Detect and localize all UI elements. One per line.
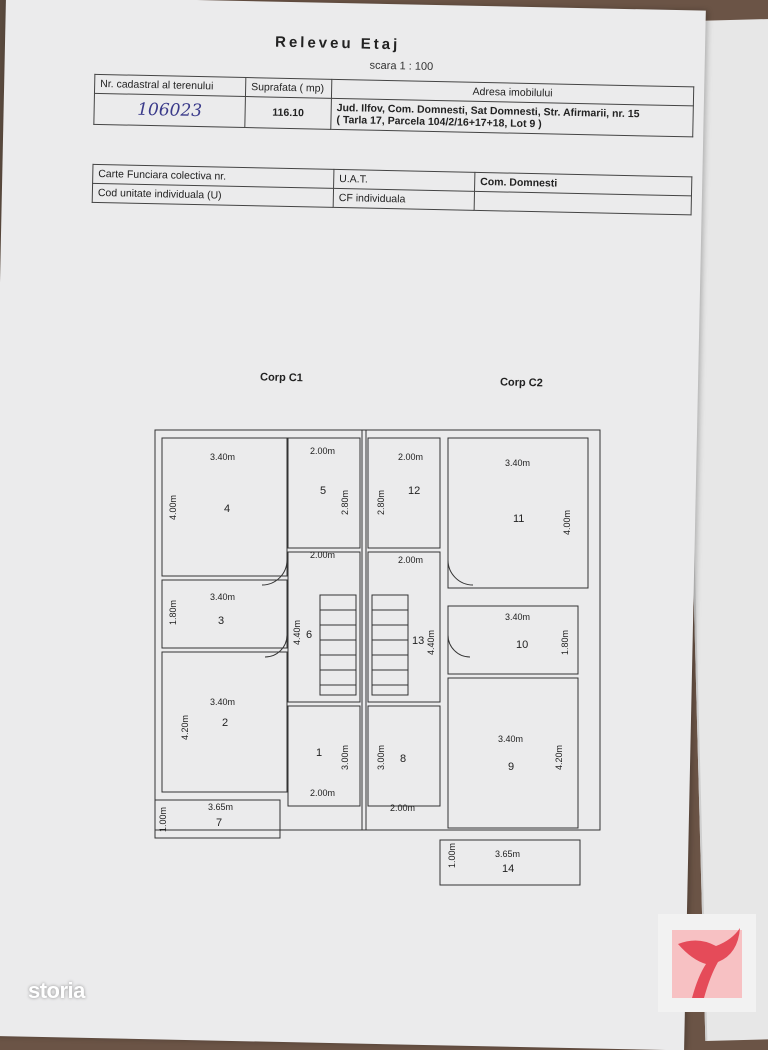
room-numbers: 4 5 12 11 3 6 13 10 2 1 8 9 7 14 (216, 485, 528, 875)
address-value: Jud. Ilfov, Com. Domnesti, Sat Domnesti,… (330, 98, 694, 137)
dim-label: 4.20m (554, 745, 564, 770)
room-number: 3 (218, 615, 224, 627)
balcony-7-outline (154, 799, 281, 839)
dim-label: 4.00m (168, 495, 178, 520)
dim-label: 2.00m (310, 788, 335, 798)
room-4-outline (161, 437, 288, 577)
unit-code-value (474, 191, 692, 215)
room-11-outline (447, 437, 589, 589)
dim-label: 3.00m (376, 745, 386, 770)
room-number: 2 (222, 717, 228, 729)
dim-label: 2.00m (310, 446, 335, 456)
dimension-labels: 3.40m 2.00m 2.00m 3.40m 4.00m 2.80m 2.80… (158, 446, 572, 868)
balcony-14-outline (439, 839, 581, 886)
cadastral-table: Nr. cadastral al terenului Suprafata ( m… (93, 74, 694, 138)
area-value: 116.10 (244, 96, 332, 130)
floor-plan: 3.40m 2.00m 2.00m 3.40m 4.00m 2.80m 2.80… (154, 429, 601, 886)
corp-c2-label: Corp C2 (499, 376, 543, 390)
room-number: 1 (316, 747, 322, 759)
dim-label: 3.40m (210, 697, 235, 707)
dim-label: 4.00m (562, 510, 572, 535)
room-number: 14 (502, 863, 514, 875)
room-number: 4 (224, 503, 230, 515)
dim-label: 2.00m (390, 803, 415, 813)
room-number: 11 (513, 513, 524, 525)
scale-label: scara 1 : 100 (369, 59, 434, 73)
room-number: 12 (408, 485, 420, 497)
dim-label: 3.40m (505, 612, 530, 622)
room-9-outline (447, 677, 579, 829)
room-5-outline (287, 437, 361, 549)
room-8-outline (367, 705, 441, 807)
room-number: 8 (400, 753, 406, 765)
room-number: 5 (320, 485, 326, 497)
dim-label: 1.00m (158, 807, 168, 832)
room-6-outline (287, 551, 361, 703)
room-number: 13 (412, 635, 424, 647)
room-number: 7 (216, 817, 222, 829)
page-title: Releveu Etaj (274, 33, 401, 54)
door-arc-c1 (261, 559, 288, 586)
dim-label: 3.65m (208, 802, 233, 812)
dim-label: 1.00m (447, 843, 457, 868)
room-2-outline (161, 651, 288, 793)
dim-label: 3.00m (340, 745, 350, 770)
dim-label: 4.20m (180, 715, 190, 740)
door-arc-c2 (447, 559, 474, 586)
dim-label: 3.40m (210, 452, 235, 462)
dim-label: 2.80m (340, 490, 350, 515)
dim-label: 1.80m (168, 600, 178, 625)
stairs-c2 (371, 594, 409, 696)
dim-label: 2.00m (310, 550, 335, 560)
outer-wall (154, 429, 601, 831)
dim-label: 1.80m (560, 630, 570, 655)
dim-label: 2.00m (398, 452, 423, 462)
room-number: 6 (306, 629, 312, 641)
storia-brand-text: storia (28, 978, 85, 1003)
room-3-outline (161, 579, 288, 649)
stairs-c1 (319, 594, 357, 696)
dim-label: 3.40m (498, 734, 523, 744)
dim-label: 3.40m (505, 458, 530, 468)
unit-code-label: Cod unitate individuala (U) (92, 183, 334, 208)
cadastral-number: 106023 (93, 93, 246, 128)
room-10-outline (447, 605, 579, 675)
dim-label: 4.40m (426, 630, 436, 655)
dim-label: 4.40m (292, 620, 302, 645)
room-12-outline (367, 437, 441, 549)
room-1-outline (287, 705, 361, 807)
room-13-outline (367, 551, 441, 703)
dim-label: 3.40m (210, 592, 235, 602)
dim-label: 2.80m (376, 490, 386, 515)
storia-logo (658, 914, 756, 1012)
dim-label: 3.65m (495, 849, 520, 859)
cf-individual-label: CF individuala (333, 188, 475, 211)
corp-c1-label: Corp C1 (259, 371, 303, 385)
dim-label: 2.00m (398, 555, 423, 565)
area-header: Suprafata ( mp) (245, 77, 332, 99)
land-registry-table: Carte Funciara colectiva nr. U.A.T. Com.… (92, 164, 693, 216)
room-number: 9 (508, 761, 514, 773)
room-number: 10 (516, 639, 528, 651)
